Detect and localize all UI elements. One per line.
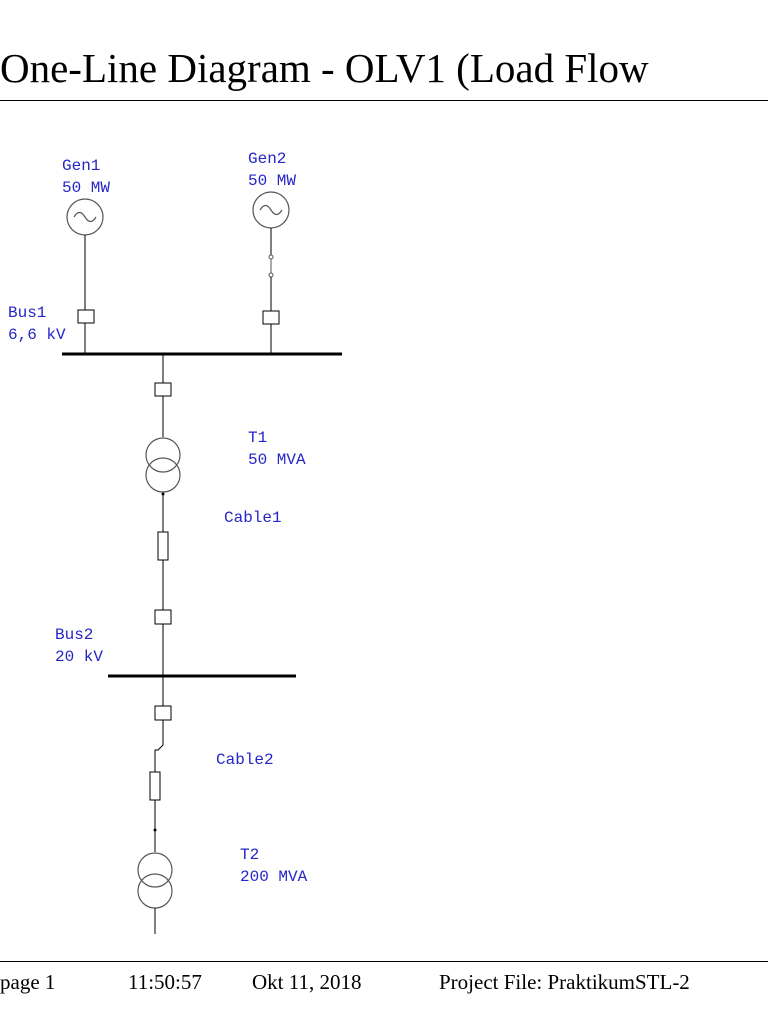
bus2-incoming-breaker-icon[interactable]: [154, 609, 172, 625]
footer-date: Okt 11, 2018: [252, 970, 362, 994]
gen2-breaker-icon[interactable]: [262, 310, 280, 325]
t1-rating: 50 MVA: [248, 451, 306, 469]
t1-name: T1: [248, 429, 268, 447]
gen1-rating: 50 MW: [62, 179, 111, 197]
t2-label: T2 200 MVA: [240, 844, 307, 888]
gen2-label: Gen2 50 MW: [248, 148, 296, 192]
bus1-voltage: 6,6 kV: [8, 326, 66, 344]
footer-page-number: page 1: [0, 970, 56, 994]
t2-breaker-icon[interactable]: [154, 705, 172, 721]
t1-label: T1 50 MVA: [248, 427, 306, 471]
t2-rating: 200 MVA: [240, 868, 308, 886]
t2-transformer-icon[interactable]: [137, 852, 173, 909]
bus2-name: Bus2: [55, 626, 94, 644]
gen2-generator-icon[interactable]: [252, 191, 290, 229]
gen2-rating: 50 MW: [248, 172, 297, 190]
cable1-cable-icon[interactable]: [157, 531, 169, 561]
t1-transformer-icon[interactable]: [145, 437, 181, 493]
cable2-line-upper: [154, 720, 164, 772]
t1-breaker-icon[interactable]: [154, 382, 172, 397]
t2-name: T2: [240, 846, 260, 864]
footer-project-file: Project File: PraktikumSTL-2: [439, 970, 690, 994]
cable2-terminal-node: [153, 828, 157, 832]
page-title: One-Line Diagram - OLV1 (Load Flow: [0, 45, 649, 91]
gen1-name: Gen1: [62, 157, 101, 175]
gen2-switch-icon[interactable]: [268, 254, 274, 278]
footer-time: 11:50:57: [128, 970, 202, 994]
cable1-label: Cable1: [224, 507, 282, 529]
bus2-voltage: 20 kV: [55, 648, 104, 666]
gen1-label: Gen1 50 MW: [62, 155, 110, 199]
gen2-name: Gen2: [248, 150, 287, 168]
cable1-name: Cable1: [224, 509, 282, 527]
cable2-name: Cable2: [216, 751, 274, 769]
cable2-label: Cable2: [216, 749, 274, 771]
gen1-generator-icon[interactable]: [66, 198, 104, 236]
cable2-cable-icon[interactable]: [149, 771, 161, 801]
bus1-label: Bus1 6,6 kV: [8, 302, 66, 346]
gen1-breaker-icon[interactable]: [77, 309, 95, 324]
title-divider: [0, 100, 768, 101]
bus1-name: Bus1: [8, 304, 47, 322]
bus2-label: Bus2 20 kV: [55, 624, 103, 668]
footer-divider: [0, 961, 768, 962]
